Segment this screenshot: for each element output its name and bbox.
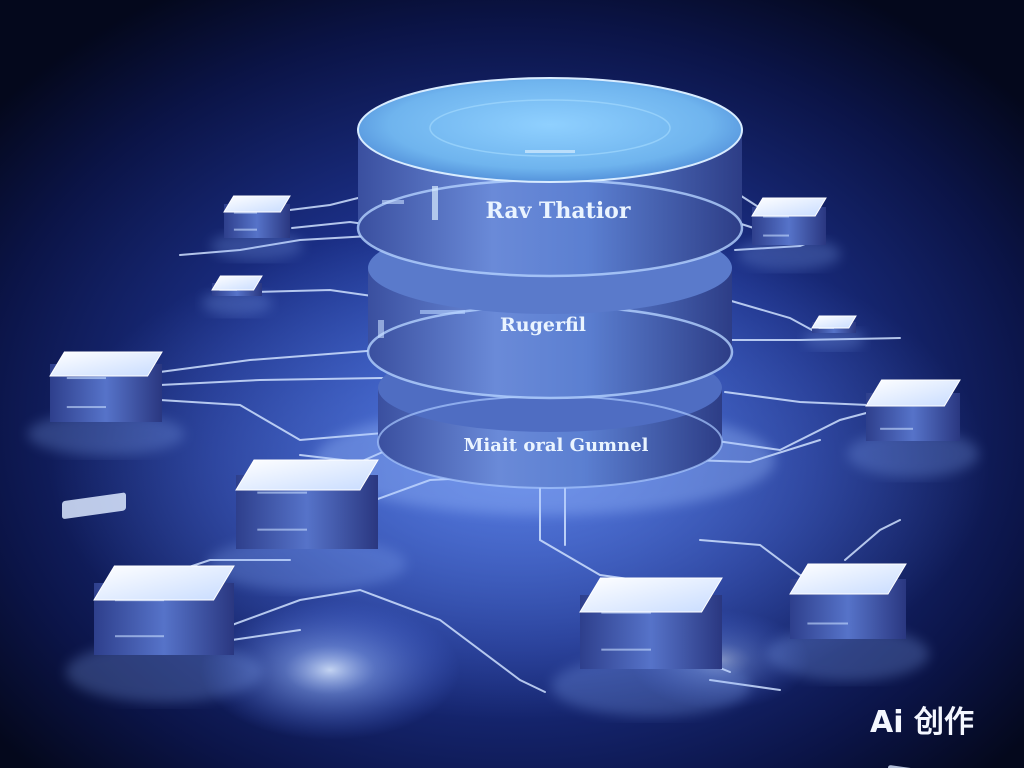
server-node: [27, 351, 185, 456]
server-node-top: [211, 275, 263, 291]
server-node: [202, 275, 272, 316]
database-label-middle: Rugerfil: [500, 314, 586, 336]
server-node-glow: [207, 537, 407, 591]
server-node: [847, 379, 979, 478]
server-node-glow: [803, 328, 865, 350]
server-nodes: [27, 195, 979, 717]
server-node: [66, 565, 262, 703]
server-node: [803, 315, 865, 350]
glow-bar-left: [62, 492, 126, 519]
server-node-detail: [763, 234, 789, 237]
server-node-glow: [551, 655, 751, 717]
server-node-detail: [66, 406, 106, 409]
server-node-glow: [766, 627, 930, 681]
server-node-glow: [66, 641, 262, 703]
server-node: [766, 563, 930, 681]
database-label-top: Rav Thatior: [486, 198, 631, 224]
database-tier-top: [356, 77, 744, 278]
glow-bars: [62, 492, 954, 768]
server-node-top: [811, 315, 857, 329]
server-node-detail: [257, 491, 307, 494]
server-node: [737, 197, 841, 271]
server-node: [551, 577, 751, 717]
server-node-top: [93, 565, 235, 601]
server-node-glow: [847, 430, 979, 478]
server-node-top: [865, 379, 961, 407]
server-node-detail: [257, 528, 307, 531]
database-cylinder: Rav Thatior Rugerfil Miait oral Gumnel: [315, 77, 775, 515]
server-node-top: [49, 351, 163, 377]
server-node-detail: [880, 427, 913, 430]
server-node-detail: [233, 211, 257, 214]
server-node-detail: [763, 215, 789, 218]
server-node-glow: [737, 237, 841, 271]
server-node: [207, 459, 407, 591]
server-node-top: [235, 459, 379, 491]
server-node: [210, 195, 304, 261]
watermark-text: Ai 创作: [870, 705, 974, 740]
server-node-detail: [601, 611, 651, 614]
server-node-detail: [115, 635, 164, 638]
server-node-top: [223, 195, 291, 213]
server-node-glow: [210, 231, 304, 261]
server-node-detail: [66, 377, 106, 380]
database-label-bottom: Miait oral Gumnel: [464, 435, 649, 456]
server-node-top: [751, 197, 827, 217]
server-node-detail: [601, 648, 651, 651]
server-node-detail: [233, 228, 257, 231]
server-node-glow: [27, 412, 185, 456]
network-cables: [149, 191, 901, 693]
server-node-detail: [807, 622, 848, 625]
server-node-top: [579, 577, 723, 613]
database-lid: [358, 78, 742, 182]
server-node-top: [789, 563, 907, 595]
server-node-glow: [202, 290, 272, 316]
